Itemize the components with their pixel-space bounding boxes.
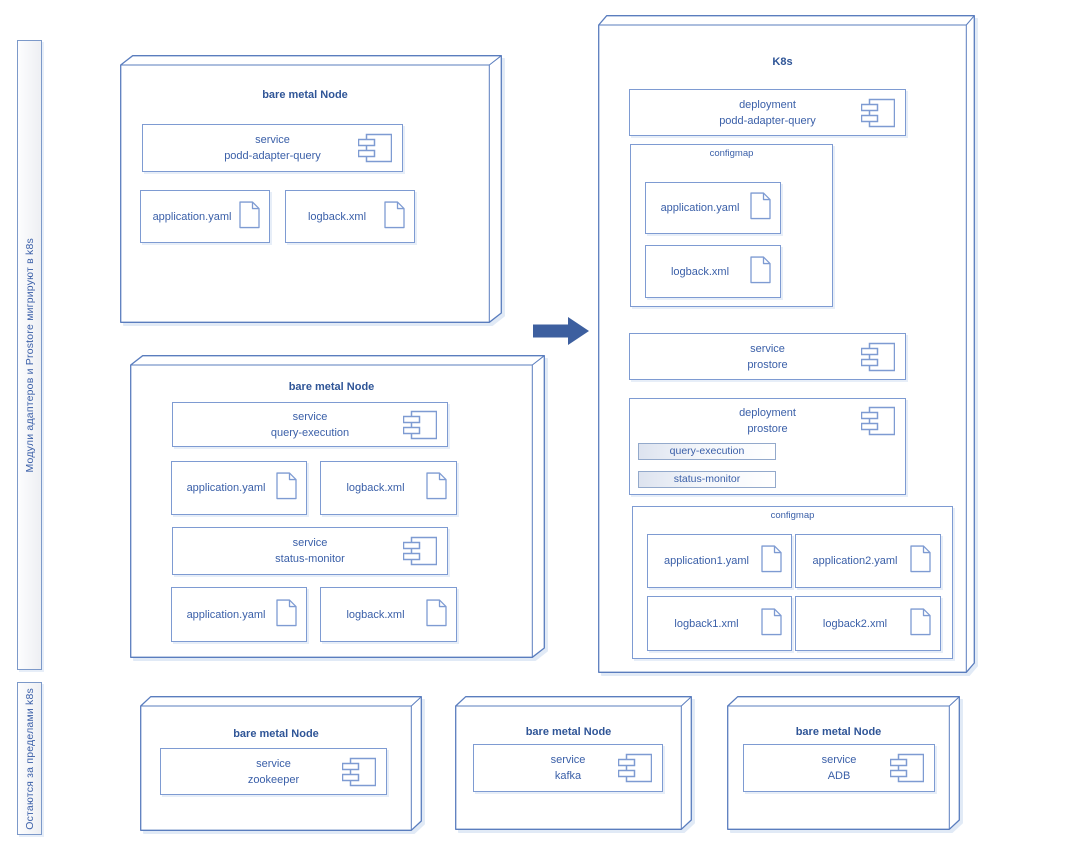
component-kind: service [821,754,857,766]
document-file-icon [910,545,931,573]
component-kind: deployment [739,98,796,111]
component-deployment-prostore: deployment prostore query-execution stat… [629,398,906,495]
component-service-podd-adapter-query: service podd-adapter-query [142,124,403,172]
uml-component-icon [861,98,895,127]
file-label: logback2.xml [822,617,888,630]
file-application-yaml: application.yaml [171,461,307,515]
component-kind: service [292,410,328,423]
component-kind: deployment [739,407,796,419]
configmap-prostore: configmap application1.yaml application2… [632,506,953,659]
file-application2-yaml: application2.yaml [795,534,941,588]
component-name: query-execution [270,426,350,439]
uml-component-icon [403,536,437,566]
node-bare-metal-zookeeper: bare metal Node service zookeeper [140,696,422,831]
file-logback-xml: logback.xml [320,587,457,642]
component-name: kafka [554,770,582,782]
component-kind: service [292,537,328,549]
component-service-status-monitor: service status-monitor [172,527,448,575]
uml-component-icon [861,342,895,371]
component-name: podd-adapter-query [719,114,816,127]
chip-label: query-execution [669,445,745,457]
node-bare-metal-kafka: bare metal Node service kafka [455,696,692,830]
node-title: bare metal Node [795,726,882,738]
component-name: podd-adapter-query [224,150,321,162]
file-application-yaml: application.yaml [645,182,781,234]
component-service-kafka: service kafka [473,744,663,792]
file-logback-xml: logback.xml [320,461,457,515]
group-bar-stay-outside-k8s: Остаются за пределами k8s [17,682,42,835]
file-label: logback.xml [346,482,405,494]
document-file-icon [910,607,931,635]
file-label: application.yaml [152,210,232,223]
document-file-icon [750,192,771,220]
pod-chip-query-execution: query-execution [638,443,776,460]
document-file-icon [384,200,405,228]
configmap-podd: configmap application.yaml logback.xml [630,144,833,307]
file-label: application.yaml [186,608,266,621]
document-file-icon [761,607,782,635]
component-service-zookeeper: service zookeeper [160,748,387,795]
file-label: logback.xml [307,210,367,223]
component-name: ADB [827,770,851,782]
file-label: logback.xml [670,265,730,278]
file-label: application.yaml [660,202,740,214]
file-application-yaml: application.yaml [171,587,307,642]
file-label: application2.yaml [812,555,898,567]
node-title: K8s [772,56,793,68]
uml-component-icon [618,753,652,783]
component-kind: service [750,342,785,355]
document-file-icon [239,200,260,228]
file-logback2-xml: logback2.xml [795,596,941,651]
node-bare-metal-adb: bare metal Node service ADB [727,696,960,830]
file-logback-xml: logback.xml [285,190,415,243]
document-file-icon [276,472,297,500]
pod-chip-status-monitor: status-monitor [638,471,776,488]
component-service-query-execution: service query-execution [172,402,448,447]
document-file-icon [750,255,771,283]
file-logback1-xml: logback1.xml [647,596,792,651]
component-service-prostore: service prostore [629,333,906,380]
group-bar-migrate-label: Модули адаптеров и Prostore мигрируют в … [23,237,36,473]
node-title: bare metal Node [288,381,375,393]
node-title: bare metal Node [233,728,319,740]
file-label: application.yaml [186,482,266,494]
component-deployment-podd-adapter-query: deployment podd-adapter-query [629,89,906,136]
uml-component-icon [861,406,895,436]
component-name: prostore [747,358,788,371]
component-kind: service [256,757,291,770]
file-label: logback.xml [346,608,405,621]
file-label: application1.yaml [664,555,749,567]
document-file-icon [426,472,447,500]
configmap-title: configmap [709,148,754,159]
chip-label: status-monitor [673,473,741,485]
component-service-adb: service ADB [743,744,935,792]
component-name: status-monitor [275,553,345,565]
document-file-icon [426,598,447,626]
uml-component-icon [890,753,924,783]
group-bar-stay-label: Остаются за пределами k8s [23,687,36,830]
configmap-title: configmap [770,510,815,521]
component-kind: service [255,134,290,146]
node-title: bare metal Node [262,89,348,101]
uml-component-icon [403,410,437,439]
group-bar-migrate-to-k8s: Модули адаптеров и Prostore мигрируют в … [17,40,42,670]
node-bare-metal-exec: bare metal Node service query-execution … [130,355,545,658]
node-title: bare metal Node [525,726,612,738]
uml-component-icon [358,133,392,163]
node-bare-metal-podd: bare metal Node service podd-adapter-que… [120,55,502,323]
document-file-icon [276,598,297,626]
file-label: logback1.xml [674,617,739,630]
component-kind: service [550,754,586,766]
migration-right-arrow-icon [533,317,589,345]
component-name: zookeeper [247,773,300,786]
file-application1-yaml: application1.yaml [647,534,792,588]
node-k8s: K8s deployment podd-adapter-query config… [598,15,975,673]
component-name: prostore [747,423,788,435]
file-logback-xml: logback.xml [645,245,781,298]
document-file-icon [761,545,782,573]
uml-component-icon [342,757,376,786]
file-application-yaml: application.yaml [140,190,270,243]
